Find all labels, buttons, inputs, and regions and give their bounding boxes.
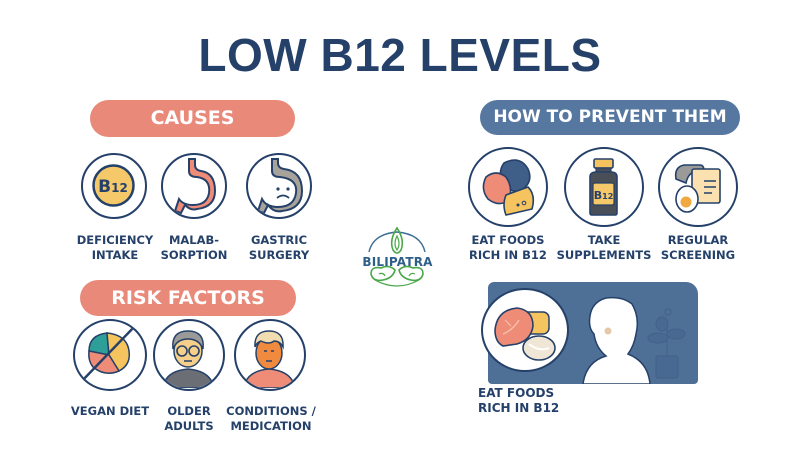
b12-badge-icon: B12 xyxy=(92,164,135,207)
cause-gastric-surgery-icon-circle xyxy=(246,153,312,219)
causes-header-label: CAUSES xyxy=(150,107,235,129)
cause-gastric-surgery-label: GASTRIC SURGERY xyxy=(248,233,310,262)
prevent-supplements-icon-circle: B12 xyxy=(564,147,644,227)
prevent-screening-label: REGULAR SCREENING xyxy=(660,233,736,262)
prevent-header: HOW TO PREVENT THEM xyxy=(480,100,740,135)
svg-text:B12: B12 xyxy=(98,177,128,197)
person-silhouette-icon xyxy=(582,296,686,384)
page-title: LOW B12 LEVELS xyxy=(198,29,602,81)
svg-text:B12: B12 xyxy=(594,189,614,202)
foods-icon xyxy=(482,159,535,216)
risk-older-adults-label: OLDER ADULTS xyxy=(164,404,214,433)
stomach-icon xyxy=(173,158,217,215)
prevent-header-label: HOW TO PREVENT THEM xyxy=(493,107,727,127)
risk-older-adults-icon-circle xyxy=(153,319,225,391)
risk-factors-header: RISK FACTORS xyxy=(80,280,296,316)
supplement-bottle-icon: B12 xyxy=(589,158,618,216)
risk-vegan-icon-circle xyxy=(73,319,147,391)
prevent-foods-icon-circle xyxy=(468,147,548,227)
screening-icon xyxy=(674,164,721,213)
risk-vegan-label: VEGAN DIET xyxy=(70,404,150,418)
feature-foods-icon-circle xyxy=(481,288,569,372)
feature-foods-label: EAT FOODS RICH IN B12 xyxy=(478,386,560,415)
sad-stomach-icon xyxy=(256,158,304,215)
bilipatra-logo: BILIPATRA xyxy=(355,222,440,290)
logo-text: BILIPATRA xyxy=(362,255,433,269)
cause-malabsorption-label: MALAB- SORPTION xyxy=(160,233,228,262)
cause-malabsorption-icon-circle xyxy=(161,153,227,219)
crossed-out-food-icon xyxy=(79,325,136,384)
fish-and-eggs-icon xyxy=(494,307,556,361)
leaf-logo-icon xyxy=(368,226,426,287)
prevent-screening-icon-circle xyxy=(658,147,738,227)
older-person-icon xyxy=(162,330,215,388)
risk-conditions-label: CONDITIONS / MEDICATION xyxy=(226,404,316,433)
causes-header: CAUSES xyxy=(90,100,295,137)
risk-conditions-icon-circle xyxy=(234,319,306,391)
person-icon xyxy=(243,330,296,388)
prevent-supplements-label: TAKE SUPPLEMENTS xyxy=(556,233,652,262)
prevent-foods-label: EAT FOODS RICH IN B12 xyxy=(469,233,547,262)
risk-factors-header-label: RISK FACTORS xyxy=(111,287,265,309)
cause-deficiency-label: DEFICIENCY INTAKE xyxy=(76,233,154,262)
cause-deficiency-icon-circle: B12 xyxy=(81,153,147,219)
